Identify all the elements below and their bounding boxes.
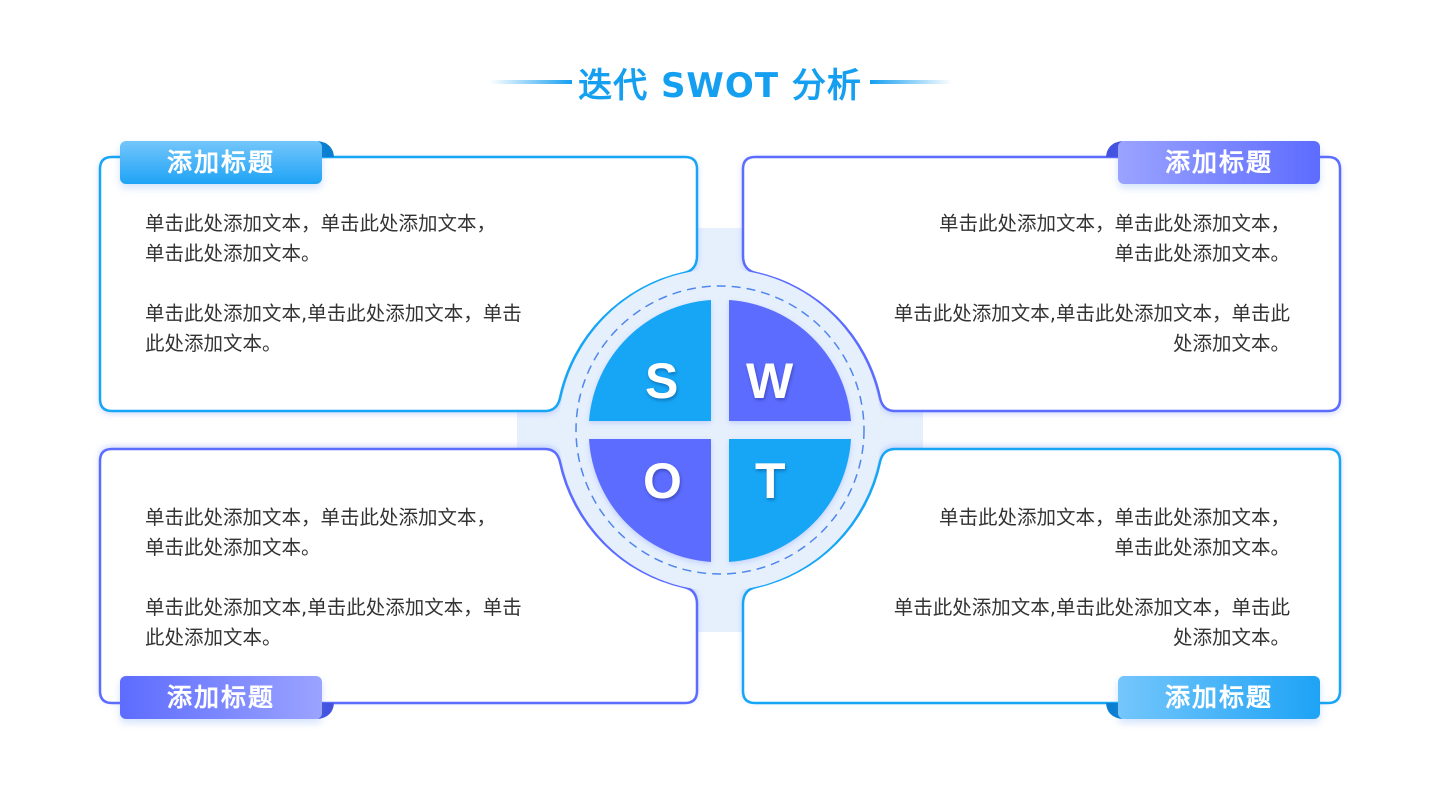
- tab-ear-tl: [318, 141, 334, 157]
- letter-s: S: [645, 353, 679, 409]
- quadrant-o: [589, 439, 711, 562]
- card-text: 单击此处添加文本,单击此处添加文本，单击此处添加文本。: [145, 596, 522, 649]
- dashed-ring: [575, 285, 865, 575]
- card-body-threats: 单击此处添加文本，单击此处添加文本，单击此处添加文本。 单击此处添加文本,单击此…: [890, 503, 1290, 683]
- card-text: 单击此处添加文本，单击此处添加文本，单击此处添加文本。: [145, 212, 497, 265]
- card-border-weaknesses: [741, 155, 1342, 413]
- card-border-threats: [741, 447, 1342, 705]
- card-heading-strengths: 添加标题: [120, 141, 322, 184]
- tab-ear-bl: [318, 703, 334, 719]
- page-title: 迭代 SWOT 分析: [578, 66, 862, 106]
- card-body-opportunities: 单击此处添加文本，单击此处添加文本，单击此处添加文本。 单击此处添加文本,单击此…: [145, 503, 535, 683]
- quadrant-s: [589, 300, 711, 421]
- letter-t: T: [755, 453, 786, 509]
- card-heading-threats: 添加标题: [1118, 676, 1320, 719]
- card-heading-weaknesses: 添加标题: [1118, 141, 1320, 184]
- letter-o: O: [643, 453, 682, 509]
- card-text: 单击此处添加文本,单击此处添加文本，单击此处添加文本。: [893, 596, 1290, 649]
- title-line-right: [870, 80, 952, 84]
- card-heading-opportunities: 添加标题: [120, 676, 322, 719]
- card-body-strengths: 单击此处添加文本，单击此处添加文本，单击此处添加文本。 单击此处添加文本,单击此…: [145, 209, 535, 389]
- quadrant-t: [729, 439, 851, 562]
- ring-fill: [559, 269, 881, 591]
- quadrant-w: [729, 300, 851, 421]
- card-text: 单击此处添加文本，单击此处添加文本，单击此处添加文本。: [938, 212, 1290, 265]
- card-text: 单击此处添加文本,单击此处添加文本，单击此处添加文本。: [145, 302, 522, 355]
- card-text: 单击此处添加文本，单击此处添加文本，单击此处添加文本。: [145, 506, 497, 559]
- card-border-opportunities: [98, 447, 699, 705]
- card-text: 单击此处添加文本,单击此处添加文本，单击此处添加文本。: [893, 302, 1290, 355]
- card-text: 单击此处添加文本，单击此处添加文本，单击此处添加文本。: [938, 506, 1290, 559]
- title-line-left: [490, 80, 572, 84]
- letter-w: W: [746, 353, 794, 409]
- card-body-weaknesses: 单击此处添加文本，单击此处添加文本，单击此处添加文本。 单击此处添加文本,单击此…: [890, 209, 1290, 389]
- card-border-strengths: [98, 155, 699, 413]
